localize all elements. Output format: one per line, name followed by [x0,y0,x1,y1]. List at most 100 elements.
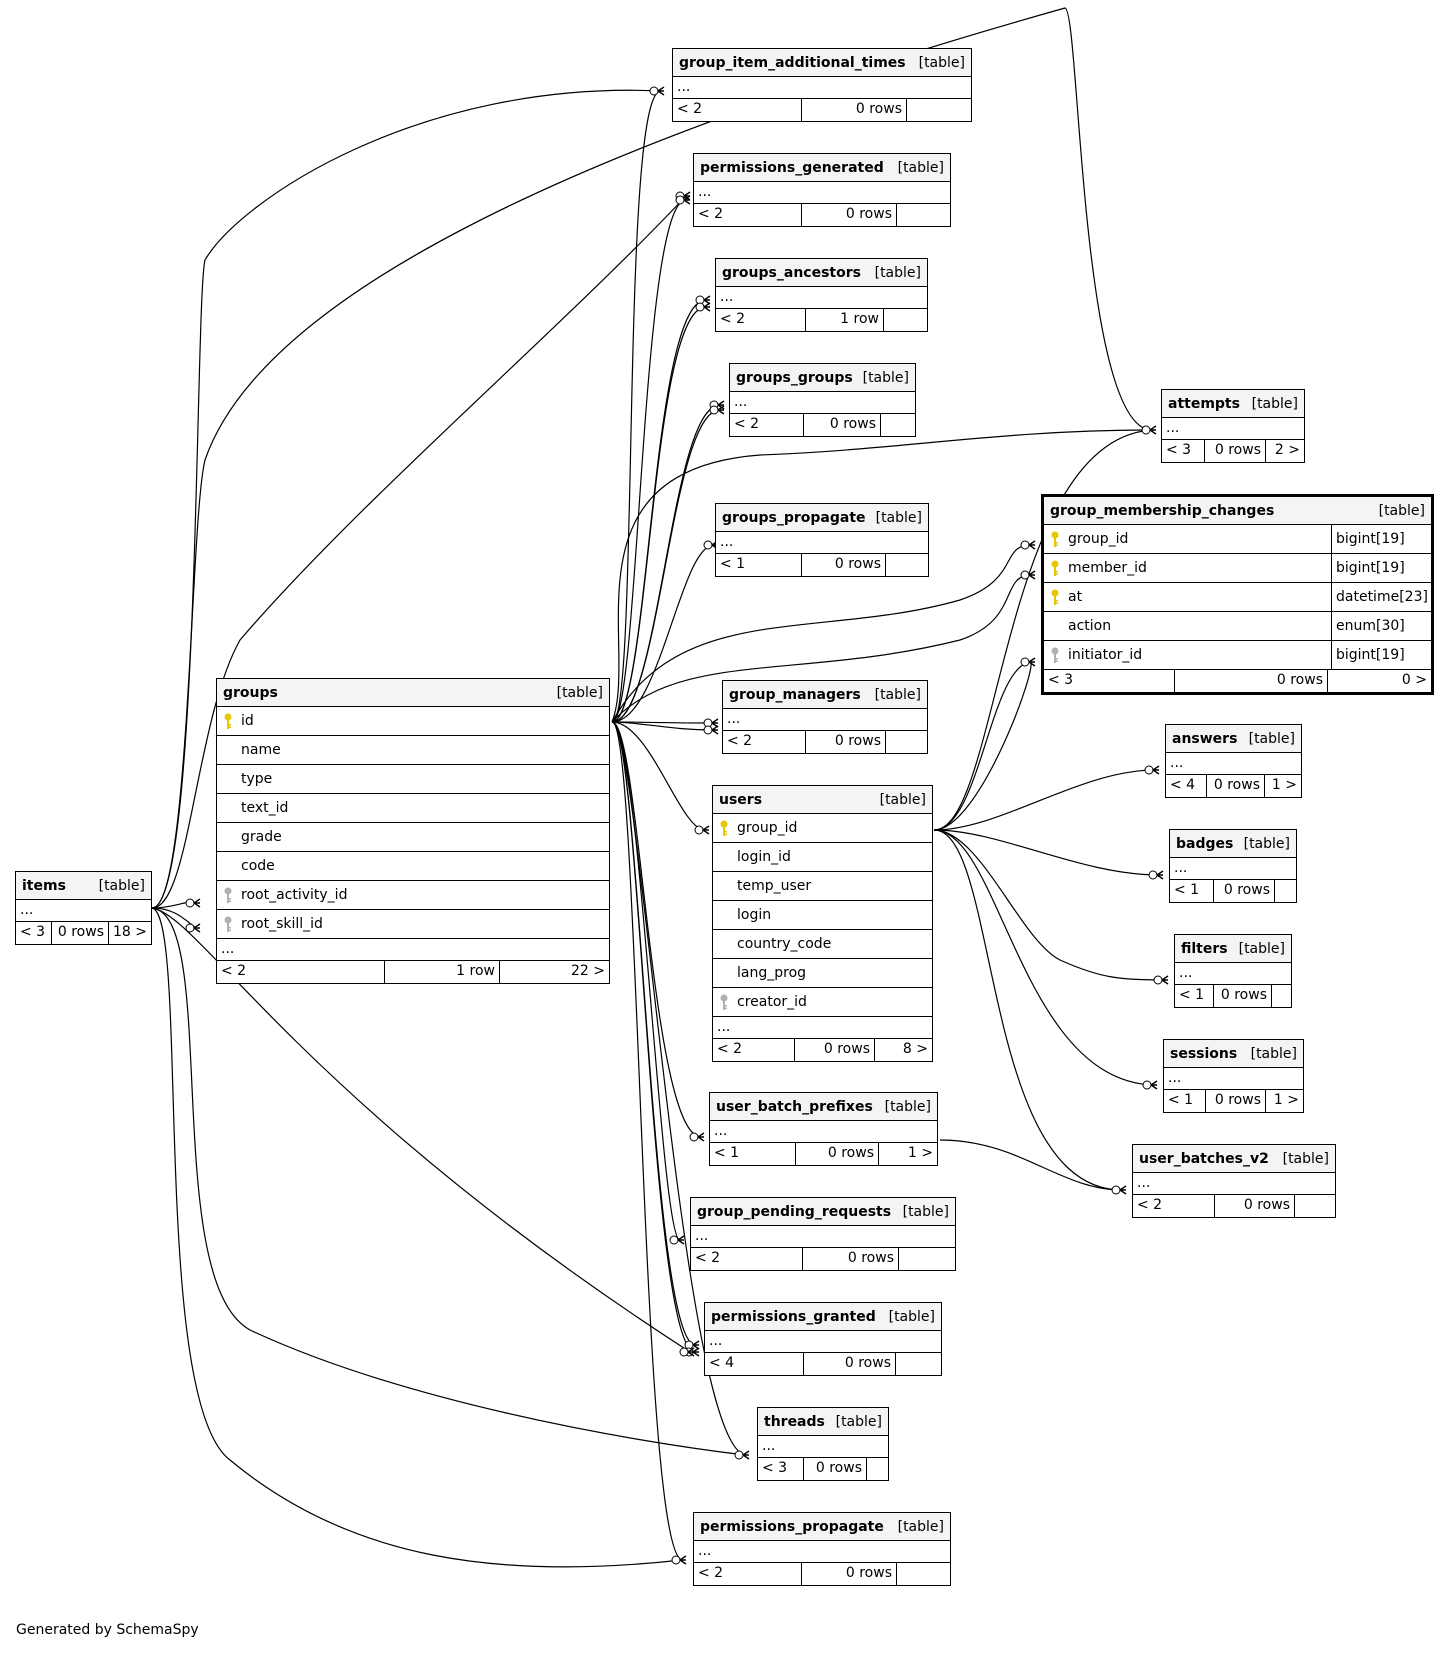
table-name[interactable]: users [719,791,763,808]
children-count[interactable]: 1 > [1265,1090,1303,1112]
parents-count[interactable]: < 3 [762,1460,788,1476]
table-name[interactable]: groups_groups [736,369,853,386]
table-name[interactable]: items [22,877,66,894]
column-name[interactable]: group_id [1068,531,1129,547]
column-name[interactable]: group_id [737,820,798,836]
column-name[interactable]: login [737,907,772,923]
parents-count[interactable]: < 2 [727,733,753,749]
table-name[interactable]: attempts [1168,395,1240,412]
column-name[interactable]: action [1068,618,1112,634]
table-name[interactable]: user_batch_prefixes [716,1098,873,1115]
column-name[interactable]: login_id [737,849,791,865]
column-row[interactable]: lang_prog [713,959,932,988]
children-count[interactable] [896,204,950,226]
table-name[interactable]: permissions_granted [711,1308,876,1325]
children-count[interactable] [1271,985,1291,1007]
table-name[interactable]: user_batches_v2 [1139,1150,1269,1167]
table-name[interactable]: group_managers [729,686,861,703]
table-name[interactable]: group_item_additional_times [679,54,906,71]
column-row[interactable]: creator_id [713,988,932,1017]
column-name[interactable]: root_skill_id [241,916,323,932]
parents-count[interactable]: < 2 [677,101,703,117]
column-name[interactable]: text_id [241,800,289,816]
column-row[interactable]: name [217,736,609,765]
table-name[interactable]: answers [1172,730,1238,747]
children-count[interactable] [883,309,927,331]
table-name[interactable]: group_pending_requests [697,1203,892,1220]
column-name[interactable]: id [241,713,254,729]
table-name[interactable]: filters [1181,940,1228,957]
column-name[interactable]: at [1068,589,1083,605]
table-name[interactable]: threads [764,1413,825,1430]
children-count[interactable] [885,731,927,753]
column-name[interactable]: member_id [1068,560,1147,576]
parents-count[interactable]: < 2 [720,311,746,327]
children-count[interactable] [896,1563,950,1585]
column-row[interactable]: type [217,765,609,794]
column-name[interactable]: country_code [737,936,832,952]
column-name[interactable]: name [241,742,281,758]
parents-count[interactable]: < 2 [717,1041,743,1057]
children-count[interactable]: 8 > [874,1039,932,1061]
parents-count[interactable]: < 2 [734,416,760,432]
table-name[interactable]: sessions [1170,1045,1238,1062]
column-row[interactable]: grade [217,823,609,852]
parents-count[interactable]: < 1 [714,1145,740,1161]
parents-count[interactable]: < 3 [20,924,46,940]
parents-count[interactable]: < 3 [1166,442,1192,458]
parents-count[interactable]: < 4 [709,1355,735,1371]
parents-count[interactable]: < 2 [1137,1197,1163,1213]
children-count[interactable] [1294,1195,1335,1217]
children-count[interactable]: 1 > [878,1143,937,1165]
table-name[interactable]: groups_propagate [722,509,866,526]
table-groups[interactable]: groups[table] id name type text_id grade… [216,678,610,984]
table-users[interactable]: users[table] group_id login_id temp_user… [712,785,933,1062]
column-name[interactable]: temp_user [737,878,812,894]
column-name[interactable]: code [241,858,275,874]
parents-count[interactable]: < 3 [1048,672,1074,688]
table-name[interactable]: groups [223,684,278,701]
table-name[interactable]: groups_ancestors [722,264,861,281]
table-name[interactable]: permissions_generated [700,159,884,176]
column-row[interactable]: id [217,707,609,736]
children-count[interactable] [880,414,915,436]
column-row[interactable]: code [217,852,609,881]
table-name[interactable]: badges [1176,835,1234,852]
column-name[interactable]: initiator_id [1068,647,1143,663]
table-group_membership_changes[interactable]: group_membership_changes[table] group_id… [1041,494,1434,695]
children-count[interactable] [1274,880,1296,902]
parents-count[interactable]: < 1 [1168,1092,1194,1108]
column-row[interactable]: root_skill_id [217,910,609,939]
parents-count[interactable]: < 4 [1170,777,1196,793]
column-name[interactable]: root_activity_id [241,887,348,903]
children-count[interactable] [898,1248,955,1270]
column-row[interactable]: login [713,901,932,930]
table-name[interactable]: group_membership_changes [1050,502,1275,519]
column-row[interactable]: country_code [713,930,932,959]
column-name[interactable]: creator_id [737,994,807,1010]
parents-count[interactable]: < 1 [1174,882,1200,898]
column-row[interactable]: group_id [713,814,932,843]
children-count[interactable]: 18 > [108,922,151,944]
column-name[interactable]: type [241,771,273,787]
column-row[interactable]: temp_user [713,872,932,901]
column-row[interactable]: root_activity_id [217,881,609,910]
column-name[interactable]: lang_prog [737,965,807,981]
children-count[interactable]: 2 > [1265,440,1304,462]
